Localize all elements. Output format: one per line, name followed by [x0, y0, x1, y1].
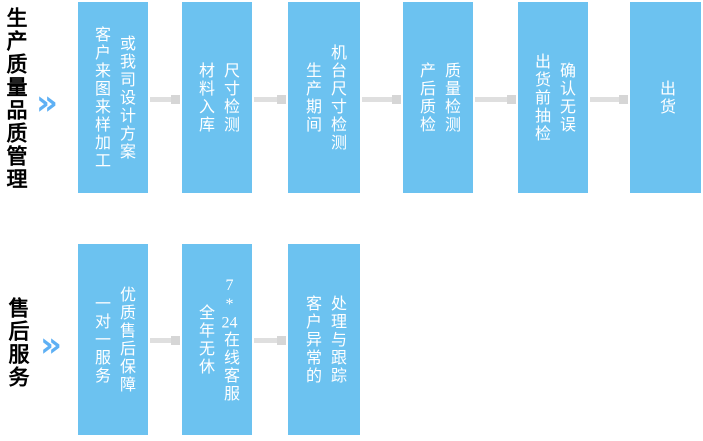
arrow-head — [619, 95, 628, 104]
vertical-text-column: 全年无休 — [196, 303, 213, 376]
row-label-production-quality-management: 生产质量品质管理 — [4, 7, 28, 191]
arrow-bar — [590, 97, 622, 102]
arrow-bar — [475, 97, 510, 102]
arrow-bar — [254, 97, 280, 102]
vertical-text-segment: 服 — [221, 384, 238, 403]
vertical-text-segment: 24 — [221, 314, 238, 331]
vertical-text-segment: 7 — [221, 276, 238, 296]
vertical-text-column: 确认无误 — [557, 61, 574, 134]
arrow-head — [392, 95, 401, 104]
vertical-text-column: 或我司设计方案 — [117, 34, 134, 161]
flow-arrow-icon — [254, 95, 286, 104]
flow-step-box-production-quality-management-5: 出货前抽检确认无误 — [518, 2, 588, 193]
vertical-text-column: 材料入库 — [196, 61, 213, 134]
flow-step-box-production-quality-management-2: 材料入库尺寸检测 — [182, 2, 252, 193]
arrow-head — [277, 95, 286, 104]
double-chevron-right-icon: » — [40, 325, 62, 365]
flow-step-box-after-sales-service-3: 客户异常的处理与跟踪 — [288, 244, 360, 435]
flow-arrow-icon — [362, 95, 401, 104]
row-label-after-sales-service: 售后服务 — [6, 297, 30, 389]
flow-arrow-icon — [254, 336, 286, 345]
flow-arrow-icon — [150, 95, 180, 104]
flow-arrow-icon — [475, 95, 516, 104]
vertical-text-column: 一对一服务 — [92, 294, 109, 385]
arrow-bar — [150, 338, 174, 343]
vertical-text-column: 处理与跟踪 — [328, 294, 345, 385]
vertical-text-column: 优质售后保障 — [117, 285, 134, 394]
flow-step-box-after-sales-service-1: 一对一服务优质售后保障 — [78, 244, 148, 435]
flow-step-box-production-quality-management-6: 出货 — [630, 2, 701, 193]
vertical-text-segment: 客 — [221, 366, 238, 385]
vertical-text-segment: 在 — [221, 330, 238, 349]
flow-step-box-after-sales-service-2: 全年无休 7*24在线客服 — [182, 244, 252, 435]
vertical-text-column: 出货 — [657, 79, 674, 116]
vertical-text-column: 产后质检 — [417, 61, 434, 134]
flow-step-box-production-quality-management-4: 产后质检质量检测 — [403, 2, 473, 193]
vertical-text-column: 质量检测 — [442, 61, 459, 134]
vertical-text-column: 生产期间 — [303, 61, 320, 134]
flow-arrow-icon — [150, 336, 180, 345]
vertical-text-column: 尺寸检测 — [221, 61, 238, 134]
vertical-text-column: 7*24在线客服 — [221, 277, 238, 403]
arrow-head — [171, 336, 180, 345]
flow-step-box-production-quality-management-3: 生产期间机台尺寸检测 — [288, 2, 360, 193]
arrow-head — [507, 95, 516, 104]
arrow-head — [277, 336, 286, 345]
flow-step-box-production-quality-management-1: 客户来图来样加工或我司设计方案 — [78, 2, 148, 193]
arrow-bar — [254, 338, 280, 343]
double-chevron-right-icon: » — [36, 83, 58, 123]
arrow-bar — [362, 97, 395, 102]
vertical-text-column: 客户来图来样加工 — [92, 25, 109, 170]
vertical-text-column: 客户异常的 — [303, 294, 320, 385]
vertical-text-segment: 线 — [221, 348, 238, 367]
vertical-text-column: 机台尺寸检测 — [328, 43, 345, 152]
arrow-head — [171, 95, 180, 104]
arrow-bar — [150, 97, 174, 102]
vertical-text-segment: * — [221, 295, 238, 315]
vertical-text-column: 出货前抽检 — [532, 52, 549, 143]
flow-arrow-icon — [590, 95, 628, 104]
